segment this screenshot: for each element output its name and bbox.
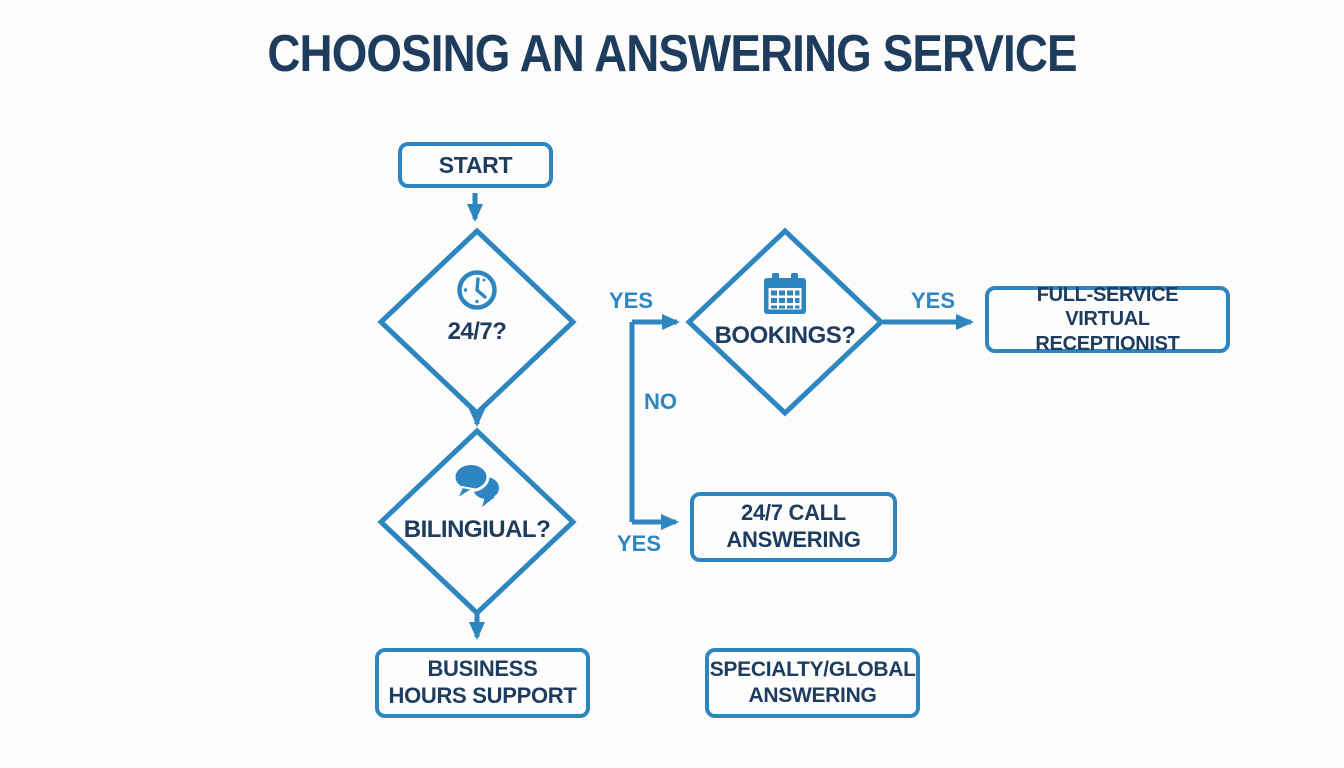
decision-diamond-bilingual	[377, 427, 577, 617]
outcome-business-hours: BUSINESS HOURS SUPPORT	[375, 648, 590, 718]
outcome-full-service: FULL-SERVICE VIRTUAL RECEPTIONIST	[985, 283, 1230, 355]
calendar-icon	[764, 273, 806, 314]
decision-diamond-bookings	[685, 227, 885, 417]
decision-247-label: 24/7?	[447, 318, 507, 345]
start-label: START	[438, 151, 513, 178]
outcome-call-answering: 24/7 CALL ANSWERING	[690, 492, 897, 562]
clock-icon	[457, 270, 497, 310]
outcome-business-hours-label: BUSINESS HOURS SUPPORT	[388, 656, 577, 708]
chat-bubbles-icon	[452, 462, 499, 507]
decision-bilingual: BILINGIUAL?	[392, 460, 562, 544]
page-title: CHOOSING AN ANSWERING SERVICE	[267, 25, 1077, 83]
edge-label-yes-to-call-answering: YES	[617, 531, 662, 556]
start-node: START	[398, 142, 553, 188]
decision-diamond-247	[377, 227, 577, 417]
edge-label-no: NO	[644, 389, 677, 414]
edge-label-yes-to-full-service: YES	[911, 288, 956, 313]
decision-bookings-label: BOOKINGS?	[714, 322, 856, 349]
outcome-full-service-label: FULL-SERVICE VIRTUAL RECEPTIONIST	[1035, 283, 1180, 355]
edge-label-yes-to-bookings: YES	[609, 288, 654, 313]
decision-bookings: BOOKINGS?	[700, 272, 870, 350]
outcome-specialty: SPECIALTY/GLOBAL ANSWERING	[705, 648, 920, 718]
outcome-call-answering-label: 24/7 CALL ANSWERING	[726, 500, 861, 552]
outcome-specialty-label: SPECIALTY/GLOBAL ANSWERING	[709, 658, 916, 707]
decision-bilingual-label: BILINGIUAL?	[403, 516, 551, 543]
decision-247: 24/7?	[392, 268, 562, 346]
